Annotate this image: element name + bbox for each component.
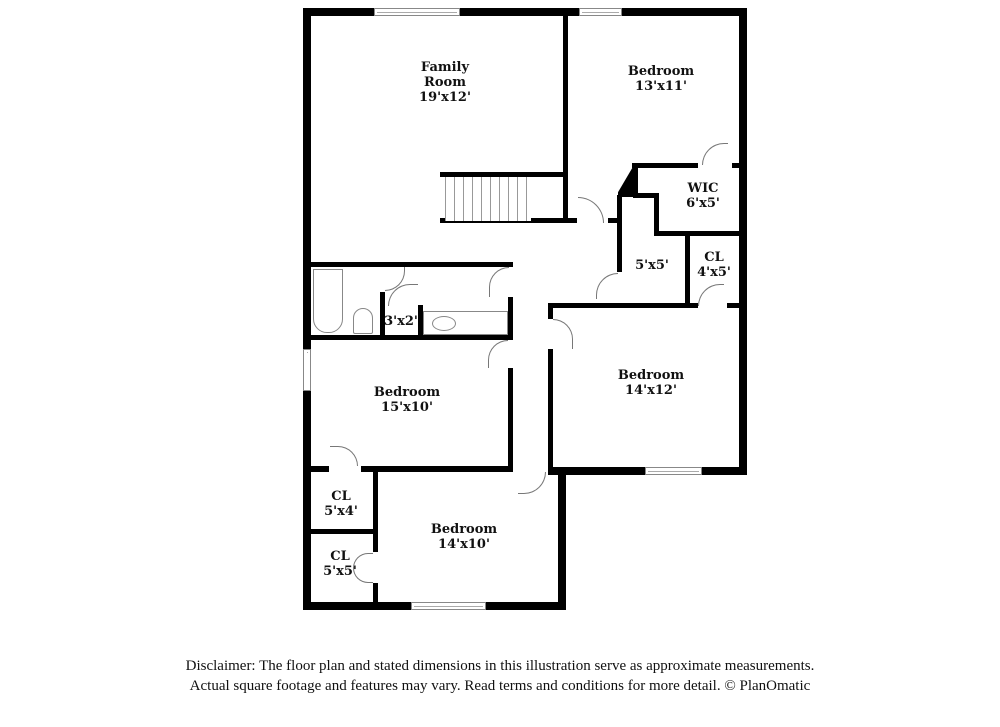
- wall-bath-bottom: [311, 335, 513, 340]
- wall-bath-right: [508, 297, 513, 340]
- door-bedroom-14x10[interactable]: [518, 472, 546, 494]
- wall-closet-left: [380, 292, 385, 340]
- wall-top: [303, 8, 747, 16]
- wall-left: [303, 8, 311, 610]
- room-label-family-room: Family Room 19'x12': [419, 60, 471, 105]
- room-label-bedroom-15x10: Bedroom 15'x10': [373, 385, 441, 415]
- room-label-5x5: 5'x5': [635, 258, 669, 273]
- wall-closets-right-b: [373, 583, 378, 605]
- window-family-room: [374, 8, 460, 16]
- wall-lower-right: [558, 468, 566, 610]
- wall-wic-inner: [654, 193, 659, 235]
- wall-wic-step: [633, 193, 658, 198]
- bathtub: [313, 269, 343, 333]
- wall-bedroom-mid-right: [508, 368, 513, 472]
- wall-family-bedroom: [563, 15, 568, 222]
- wall-wic-top: [632, 163, 698, 168]
- wall-bedroom-mid-bottom-b: [361, 466, 513, 472]
- room-label-bedroom-top: Bedroom 13'x11': [627, 64, 695, 94]
- wall-hall-stub: [608, 218, 620, 223]
- wall-bedroom-right-top: [548, 303, 698, 308]
- wall-closets-mid: [311, 529, 378, 534]
- room-label-cl-4x5: CL 4'x5': [697, 250, 731, 280]
- window-bedroom-right: [645, 467, 702, 475]
- wall-hall-closet-left: [617, 195, 622, 272]
- wall-cl-divider: [685, 233, 690, 306]
- window-bedroom-left: [303, 349, 311, 391]
- toilet: [353, 308, 373, 334]
- door-5x5[interactable]: [596, 273, 618, 299]
- door-bedroom-15x10[interactable]: [488, 340, 508, 368]
- door-cl-5x4[interactable]: [330, 446, 358, 466]
- window-bedroom-top: [579, 8, 622, 16]
- door-cl-4x5[interactable]: [698, 284, 724, 306]
- window-bedroom-lower: [411, 602, 486, 610]
- door-hall[interactable]: [578, 197, 604, 223]
- wall-stair-top: [440, 172, 568, 177]
- wall-wic-top-right: [732, 163, 740, 168]
- room-label-3x2: 3'x2': [384, 314, 418, 329]
- room-label-cl-5x4: CL 5'x4': [324, 489, 358, 519]
- wall-wic-left: [633, 163, 638, 198]
- room-label-bedroom-14x12: Bedroom 14'x12': [617, 368, 685, 398]
- room-label-cl-5x5: CL 5'x5': [323, 549, 357, 579]
- door-bath[interactable]: [489, 267, 509, 297]
- wall-hall-stub-right: [548, 467, 560, 473]
- wall-closets-right: [373, 470, 378, 552]
- stairs: [445, 177, 531, 221]
- sink: [432, 316, 456, 331]
- wall-bedroom-right-left-b: [548, 349, 553, 471]
- door-bedroom-14x12[interactable]: [553, 319, 573, 349]
- disclaimer-line-1: Disclaimer: The floor plan and stated di…: [185, 658, 815, 674]
- wall-bedroom-right-left-a: [548, 303, 553, 319]
- wall-right: [739, 8, 747, 475]
- wall-bedroom-mid-bottom-a: [311, 466, 329, 472]
- wall-closet-right: [418, 305, 423, 340]
- wall-bath-top: [311, 262, 513, 267]
- wall-wic-bottom: [654, 231, 740, 236]
- room-label-bedroom-14x10: Bedroom 14'x10': [430, 522, 498, 552]
- door-wic[interactable]: [702, 143, 728, 165]
- wall-bedroom-right-top2: [727, 303, 740, 308]
- room-label-wic: WIC 6'x5': [686, 181, 720, 211]
- disclaimer-line-2: Actual square footage and features may v…: [189, 678, 811, 694]
- disclaimer: Disclaimer: The floor plan and stated di…: [0, 656, 1000, 696]
